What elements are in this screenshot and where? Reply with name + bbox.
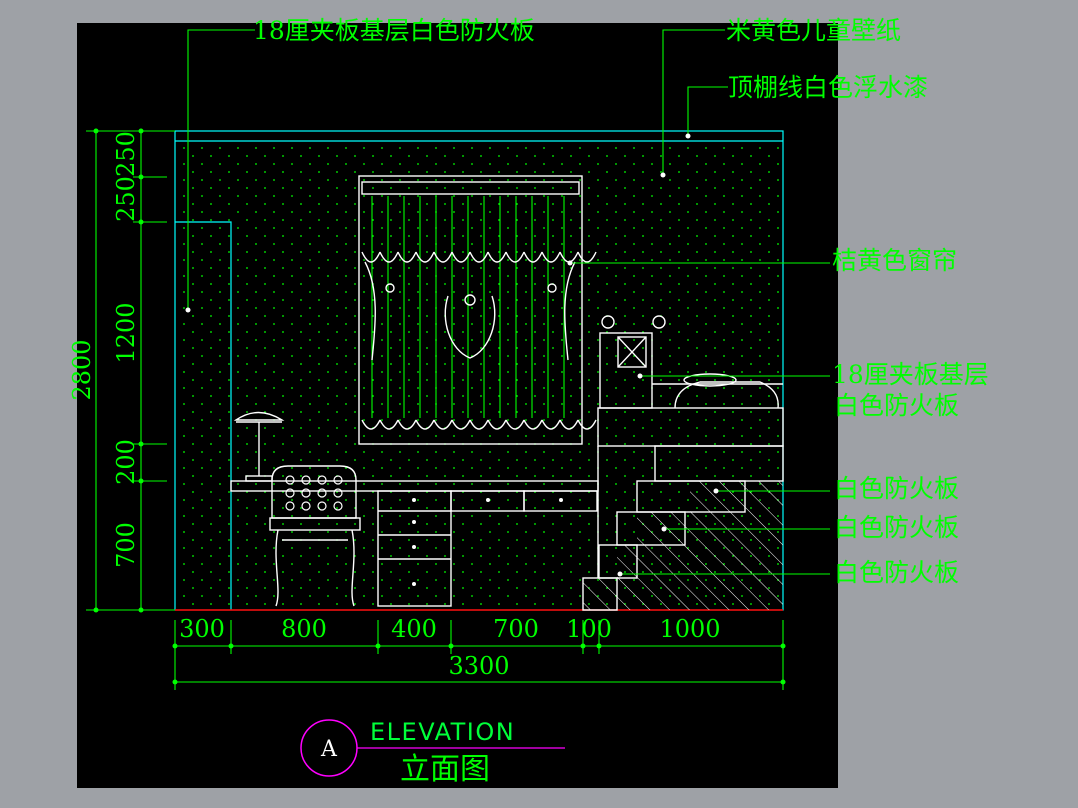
label-wallpaper: 米黄色儿童壁纸 [726,16,901,45]
dim-vertical-250-b: 250 [112,176,140,222]
label-plywood-top: 18厘夹板基层白色防火板 [253,16,535,45]
label-ceiling-paint: 顶棚线白色浮水漆 [728,73,928,102]
dim-vertical-200: 200 [112,439,140,485]
label-step-3: 白色防火板 [834,558,959,587]
dim-horizontal-400: 400 [391,615,437,643]
dim-vertical-700: 700 [112,522,140,568]
label-plywood-bed-2: 白色防火板 [834,391,959,420]
label-curtain: 桔黄色窗帘 [832,246,957,275]
dim-vertical-1200: 1200 [112,302,140,363]
dim-vertical-250-a: 250 [112,131,140,177]
dim-horizontal-700: 700 [493,615,539,643]
chair [269,465,361,607]
label-step-1: 白色防火板 [834,474,959,503]
leader-lines [187,29,830,575]
title-english: ELEVATION [370,718,515,746]
leader-dots [185,133,719,577]
title-marker: A [320,737,338,762]
label-plywood-bed-1: 18厘夹板基层 [832,360,989,389]
horizontal-dimension-ticks [172,643,786,685]
dim-horizontal-300: 300 [179,615,225,643]
title-block [300,719,565,777]
dim-horizontal-total: 3300 [448,652,509,680]
title-chinese: 立面图 [400,752,490,787]
window-curtain [358,175,597,445]
dim-vertical-total: 2800 [68,339,96,400]
label-step-2: 白色防火板 [834,513,959,542]
vertical-dimension-ticks [93,128,144,613]
dim-horizontal-1000: 1000 [659,615,720,643]
dim-horizontal-800: 800 [281,615,327,643]
dim-horizontal-100: 100 [566,615,612,643]
